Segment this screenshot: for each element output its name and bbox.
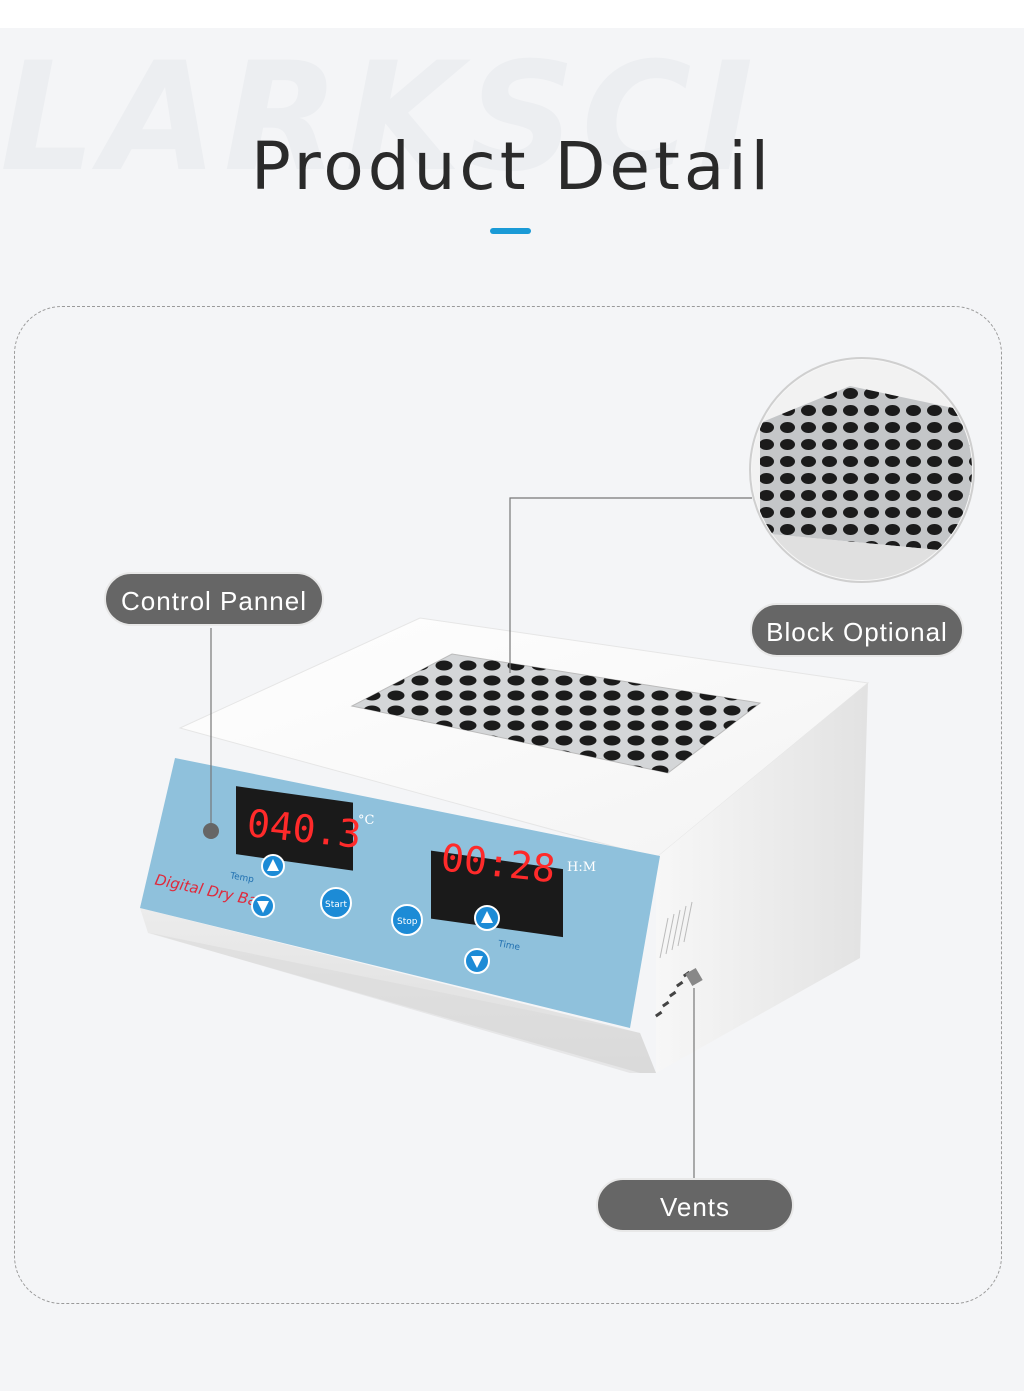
time-up-button[interactable] <box>474 905 500 931</box>
title-accent-bar <box>490 228 531 234</box>
control-panel-callout: Control Pannel <box>104 572 324 626</box>
stop-button[interactable]: Stop <box>391 904 423 936</box>
time-display <box>431 850 563 938</box>
time-label: Time <box>496 939 521 953</box>
start-button[interactable]: Start <box>320 887 352 919</box>
temp-label: Temp <box>228 871 255 885</box>
stop-button-label: Stop <box>397 917 418 927</box>
callout-leaders <box>210 497 752 1178</box>
temp-unit: °C <box>358 813 375 828</box>
heating-block <box>350 653 762 774</box>
indicator-light <box>203 823 219 839</box>
time-unit: H:M <box>567 860 596 875</box>
control-panel: 040.3 °C 00:28 H:M Digital Dry Bath Temp… <box>140 758 660 1028</box>
page-title: Product Detail <box>251 128 773 205</box>
vents <box>654 901 703 1018</box>
dry-bath-illustration: 040.3 °C 00:28 H:M Digital Dry Bath Temp… <box>140 357 975 1178</box>
brand-watermark: LARKSCI <box>0 38 760 198</box>
detail-frame <box>14 306 1002 1304</box>
vents-callout: Vents <box>596 1178 794 1232</box>
product-detail-page: LARKSCI Product Detail <box>0 28 1024 1391</box>
temp-display <box>236 786 353 871</box>
temp-up-button[interactable] <box>261 854 285 878</box>
temp-down-button[interactable] <box>251 894 275 918</box>
block-zoom-inset <box>749 357 975 583</box>
time-down-button[interactable] <box>464 948 490 974</box>
block-optional-callout: Block Optional <box>750 603 964 657</box>
start-button-label: Start <box>325 900 347 910</box>
